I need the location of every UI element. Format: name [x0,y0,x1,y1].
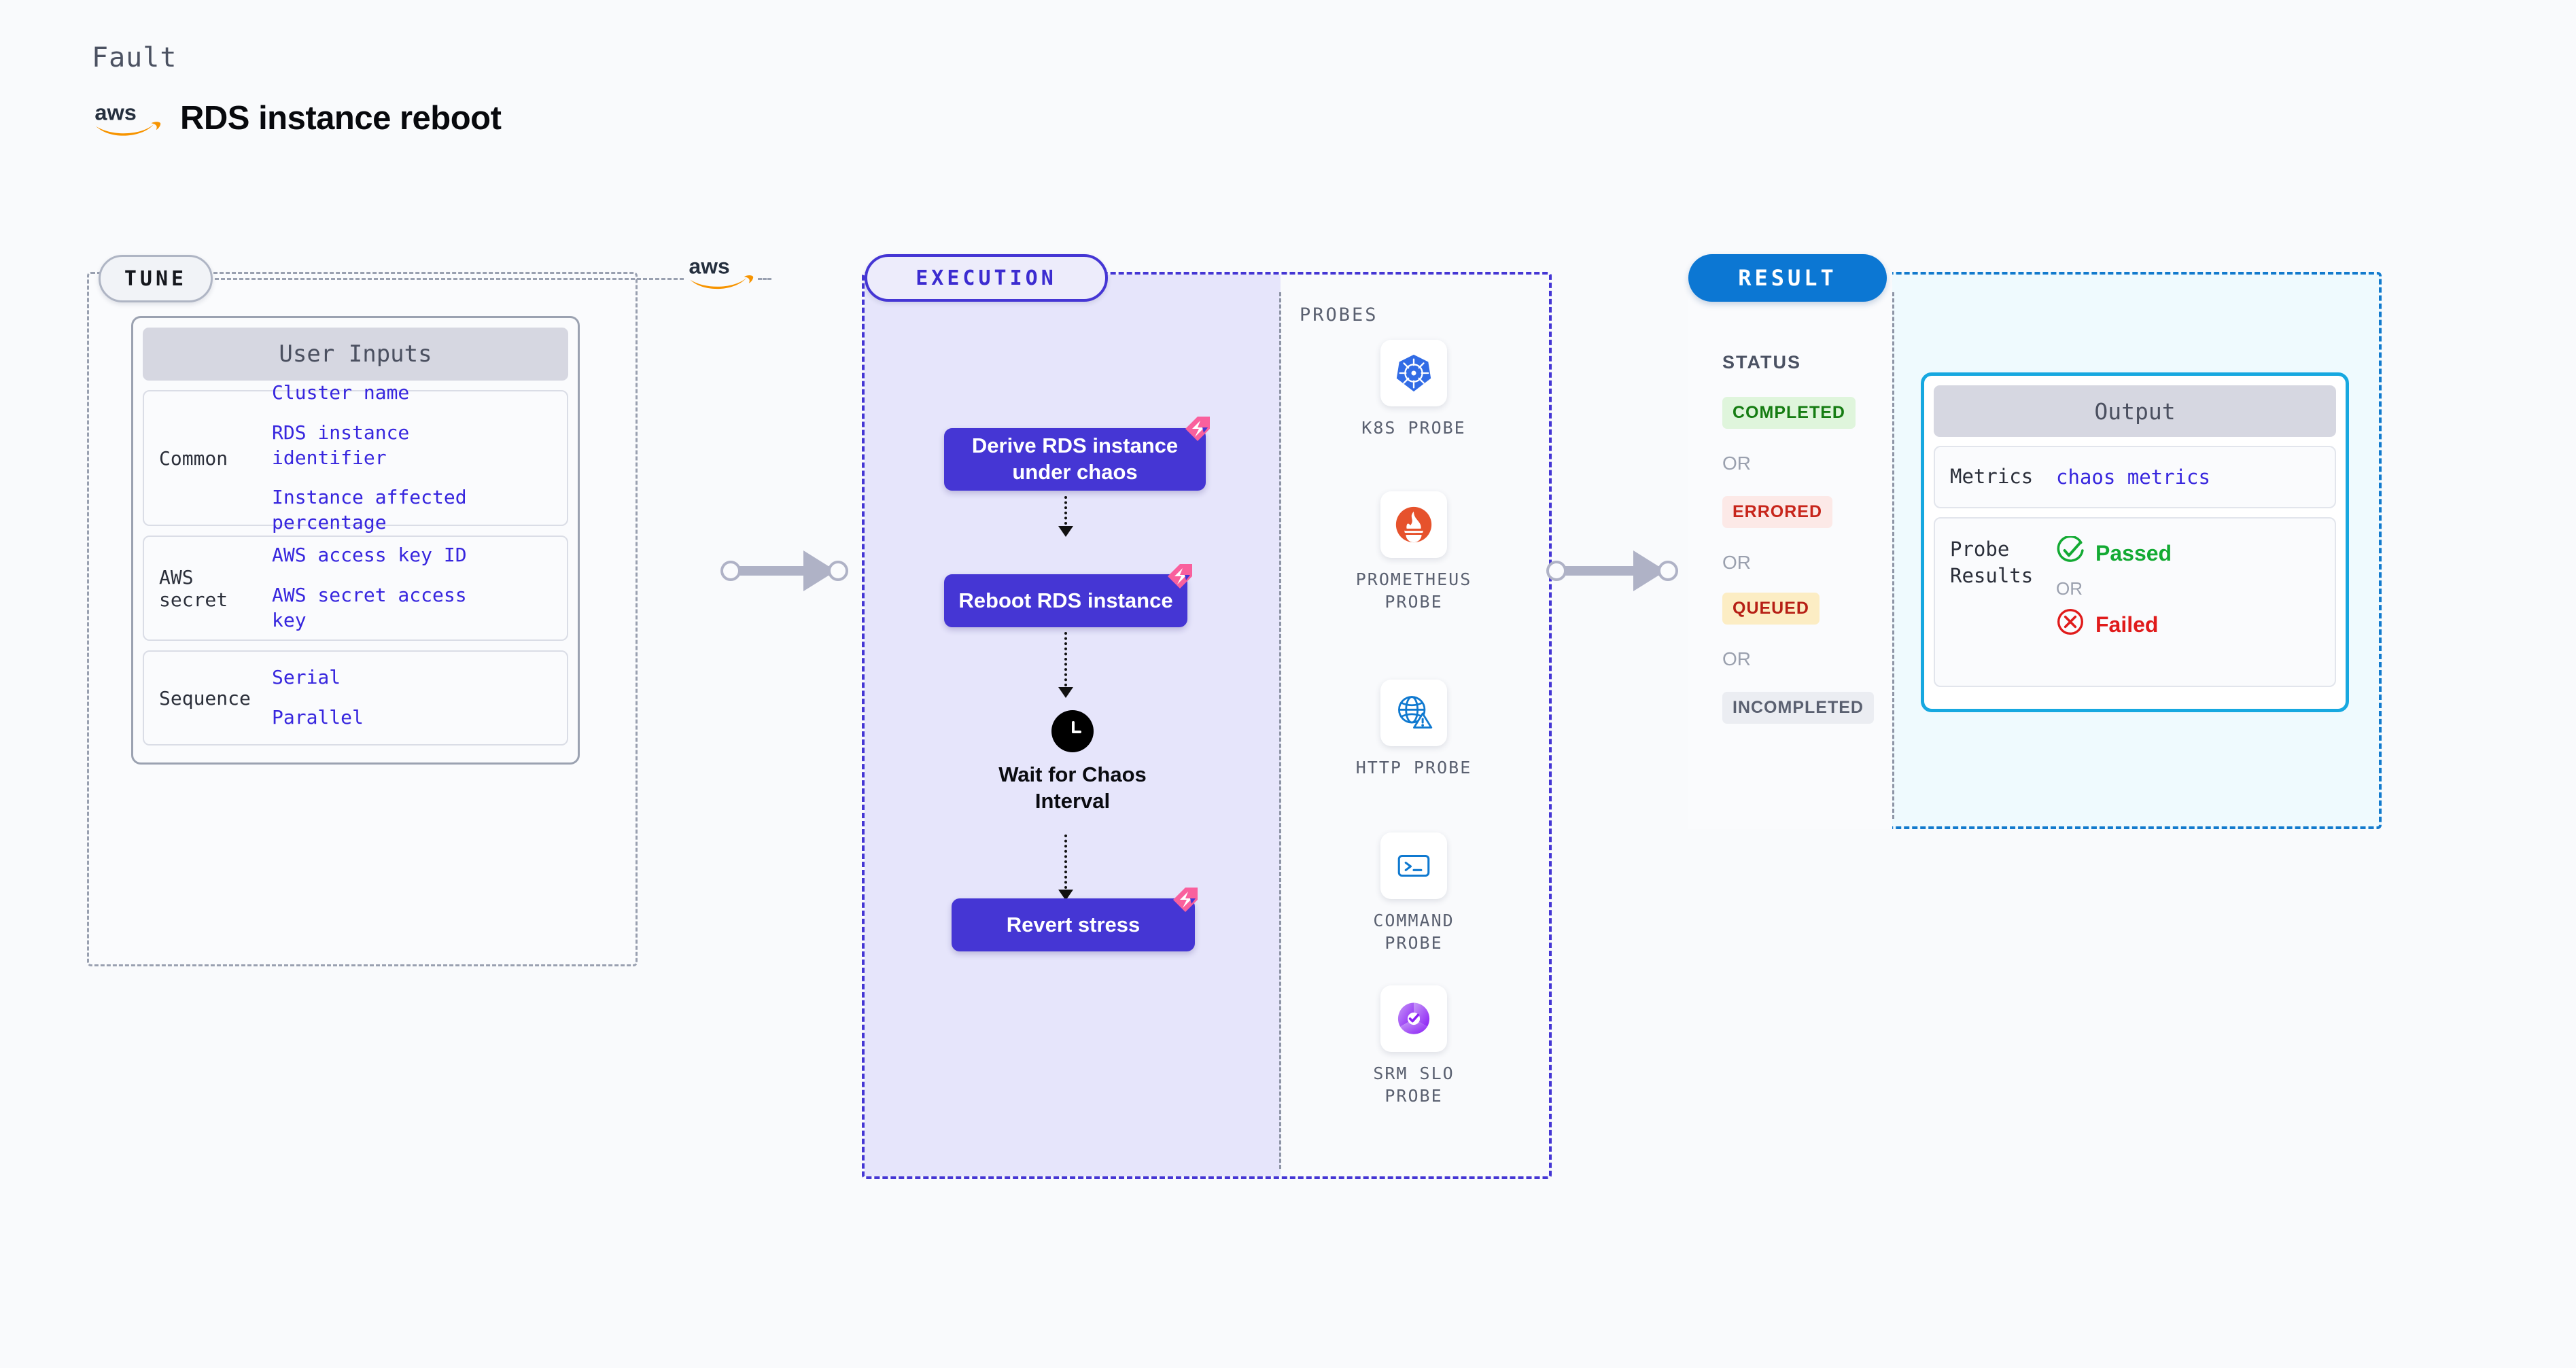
tune-badge-dash-left [215,278,684,280]
probe-k8s[interactable]: K8S PROBE [1346,340,1482,440]
input-group-label: Common [159,446,228,470]
input-group-label: AWS secret [159,565,228,611]
output-row-metrics: Metrics chaos metrics [1934,446,2336,508]
wait-label: Wait for Chaos Interval [998,762,1147,813]
http-globe-icon [1380,680,1447,746]
execution-step-revert-stress[interactable]: Revert stress [952,898,1195,951]
input-item[interactable]: Cluster name [272,381,410,404]
output-card: Output Metrics chaos metrics Probe Resul… [1921,372,2349,712]
probe-http[interactable]: HTTP PROBE [1346,680,1482,779]
failed-label: Failed [2095,612,2159,637]
srm-slo-icon [1380,985,1447,1052]
tune-panel: User Inputs Common Cluster name RDS inst… [87,272,638,966]
clock-icon [1051,710,1094,752]
page-title: RDS instance reboot [180,100,502,137]
probe-label: COMMAND PROBE [1373,911,1455,953]
status-badge-errored: ERRORED [1722,496,1833,528]
probe-label: HTTP PROBE [1355,758,1472,777]
terminal-icon [1380,832,1447,899]
result-divider [1892,292,1894,819]
connector-tune-to-execution [720,550,862,591]
probes-divider [1279,292,1281,1169]
probe-prometheus[interactable]: PROMETHEUS PROBE [1346,491,1482,613]
flow-arrow [1058,632,1073,698]
svg-text:aws: aws [689,254,730,279]
eyebrow-label: Fault [92,42,177,73]
metrics-label: Metrics [1950,465,2034,489]
or-separator: OR [2056,578,2083,599]
result-badge[interactable]: RESULT [1688,254,1887,302]
flow-arrow [1058,496,1073,537]
probe-label: SRM SLO PROBE [1373,1064,1455,1106]
kubernetes-icon [1380,340,1447,406]
probe-result-failed: Failed [2056,608,2172,642]
probes-section-label: PROBES [1300,304,1378,326]
input-group-label: Sequence [159,686,251,709]
or-separator: OR [1722,648,1751,669]
result-status-column [1688,272,1892,829]
aws-logo-icon: aws [92,99,167,137]
probe-srm-slo[interactable]: SRM SLO PROBE [1346,985,1482,1107]
input-group-aws-secret: AWS secret AWS access key ID AWS secret … [143,536,568,641]
user-inputs-card: User Inputs Common Cluster name RDS inst… [131,316,580,765]
output-title: Output [1934,385,2336,437]
aws-logo-icon: aws [686,253,759,291]
tune-badge-dash-right [758,278,771,280]
input-item[interactable]: Parallel [272,706,364,729]
connector-execution-to-result [1546,550,1692,591]
svg-text:aws: aws [94,101,136,125]
input-item[interactable]: RDS instance identifier [272,421,410,469]
output-row-probe-results: Probe Results Passed OR [1934,517,2336,687]
probe-command[interactable]: COMMAND PROBE [1346,832,1482,954]
probe-results-label: Probe Results [1950,538,2034,588]
or-separator: OR [1722,453,1751,474]
execution-badge[interactable]: EXECUTION [865,254,1108,302]
prometheus-icon [1380,491,1447,558]
status-badge-incompleted: INCOMPLETED [1722,692,1874,724]
input-item[interactable]: AWS secret access key [272,584,467,631]
probe-label: PROMETHEUS PROBE [1355,569,1472,612]
page-header: Fault aws RDS instance reboot [92,42,502,137]
probe-label: K8S PROBE [1361,418,1466,438]
execution-panel [862,272,1552,1179]
input-item[interactable]: AWS access key ID [272,544,467,567]
probe-result-passed: Passed [2056,535,2172,570]
execution-step-derive-rds-instance[interactable]: Derive RDS instance under chaos [944,428,1206,491]
status-section-label: STATUS [1722,352,1801,372]
execution-step-reboot-rds-instance[interactable]: Reboot RDS instance [944,574,1187,627]
input-item[interactable]: Serial [272,666,341,689]
input-group-sequence: Sequence Serial Parallel [143,650,568,746]
tune-badge[interactable]: TUNE [99,255,213,302]
or-separator: OR [1722,552,1751,573]
passed-label: Passed [2095,540,2172,565]
user-inputs-title: User Inputs [143,328,568,381]
input-item[interactable]: Instance affected percentage [272,486,467,534]
metrics-value[interactable]: chaos metrics [2056,466,2210,489]
check-circle-icon [2056,535,2085,570]
status-badge-completed: COMPLETED [1722,397,1856,429]
flow-arrow [1058,835,1073,900]
x-circle-icon [2056,608,2085,642]
status-badge-queued: QUEUED [1722,593,1820,625]
input-group-common: Common Cluster name RDS instance identif… [143,381,568,533]
title-row: aws RDS instance reboot [92,99,502,137]
execution-step-wait-for-chaos-interval: Wait for Chaos Interval [985,710,1160,815]
